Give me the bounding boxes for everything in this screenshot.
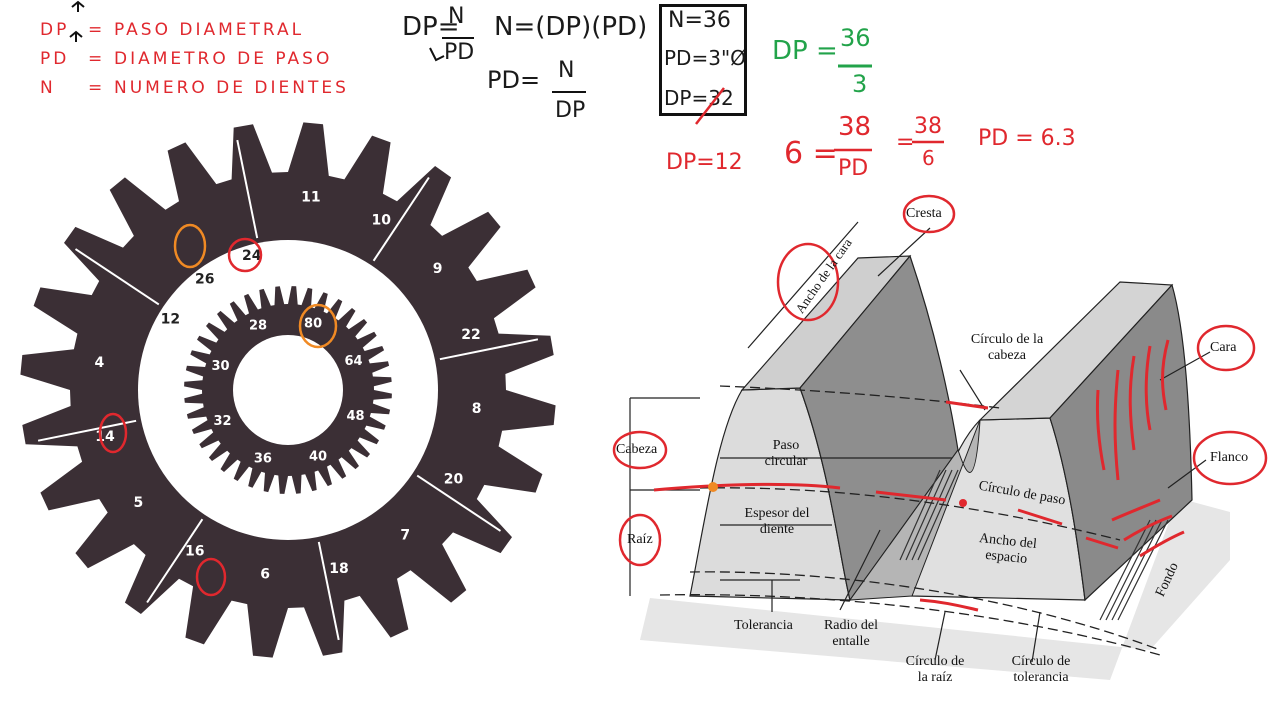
gear-inner-number: 80 <box>304 317 322 332</box>
gear-inner-number: 28 <box>249 319 267 334</box>
gear-number: 8 <box>472 401 482 417</box>
formula-pd-num: N <box>558 58 575 83</box>
hatch-marks <box>899 469 1169 621</box>
green-den: 3 <box>852 70 868 98</box>
red-circle-6 <box>195 557 227 597</box>
red-six: 6 = <box>784 136 838 171</box>
base-plane <box>640 498 1230 680</box>
red-dot-pitch <box>959 499 967 507</box>
label-circulo-cabeza: Círculo de la cabeza <box>970 332 1044 363</box>
red-38b: 38 <box>914 114 942 139</box>
gear-number: 11 <box>301 189 320 205</box>
gear-number: 20 <box>444 471 464 487</box>
label-circulo-raiz: Círculo de la raíz <box>905 654 965 685</box>
gear-number: 18 <box>329 561 348 577</box>
gear-division-line <box>439 338 539 361</box>
legend-eq: = <box>88 20 106 40</box>
legend-key: PD <box>40 49 70 69</box>
fraction-bars <box>442 37 586 93</box>
legend-key: DP <box>40 20 70 40</box>
label-circulo-tolerancia: Círculo de tolerancia <box>1011 654 1071 685</box>
gear-number: 10 <box>372 213 392 229</box>
gear-number: 6 <box>260 567 270 583</box>
red-circle-5 <box>98 412 128 454</box>
gear-division-line <box>372 176 430 262</box>
gear-number: 4 <box>95 355 105 371</box>
legend-text: NUMERO DE DIENTES <box>114 78 349 98</box>
formula-dp-den: PD <box>444 40 475 65</box>
legend-text: DIAMETRO DE PASO <box>114 49 333 69</box>
gear-division-lines <box>37 139 539 641</box>
label-flanco: Flanco <box>1210 450 1249 465</box>
gear-number: 12 <box>161 312 180 328</box>
red-6b: 6 <box>922 146 935 170</box>
red-38a: 38 <box>838 112 872 142</box>
dimension-lines <box>629 221 1211 663</box>
gear-inner-number: 48 <box>346 409 364 424</box>
green-dp-lhs: DP = <box>772 36 838 66</box>
legend-row-n: N = NUMERO DE DIENTES <box>40 74 349 103</box>
label-raiz: Raíz <box>627 532 653 547</box>
label-cara: Cara <box>1210 340 1237 355</box>
gear-division-line <box>37 419 137 442</box>
gear-number: 22 <box>461 327 480 343</box>
gear-inner-number: 64 <box>344 354 362 369</box>
legend-row-dp: DP = PASO DIAMETRAL <box>40 16 349 45</box>
red-fraction-bars <box>695 87 944 152</box>
gear-bore <box>233 335 343 445</box>
red-eq: = <box>896 130 915 155</box>
tooth-diagram <box>612 194 1268 680</box>
legend-eq: = <box>88 78 106 98</box>
given-n: N=36 <box>668 8 731 33</box>
gear-inner-number: 32 <box>213 414 231 429</box>
gear-division-line <box>74 248 160 306</box>
gear-number: 14 <box>95 429 115 445</box>
red-pen-marks <box>653 339 1185 612</box>
gear-diagram: 11 10 9 22 8 20 7 18 6 16 5 14 4 12 26 24 28 80 64 48 40 36 32… <box>20 122 556 658</box>
red-pd: PD <box>838 156 869 181</box>
label-espesor: Espesor del diente <box>744 506 810 537</box>
legend-row-pd: PD = DIAMETRO DE PASO <box>40 45 349 74</box>
gear-number: 9 <box>433 261 443 277</box>
legend-key: N <box>40 78 56 98</box>
gear-division-line <box>146 518 204 604</box>
gear-inner-number: 36 <box>254 452 272 467</box>
given-pd: PD=3"Ø <box>664 46 746 70</box>
gear-division-line <box>416 474 502 532</box>
tooth-gap-floor <box>848 419 981 601</box>
orange-circle-80 <box>298 303 338 349</box>
label-radio-entalle: Radio del entalle <box>823 618 879 649</box>
formula-hook-mark <box>429 47 445 62</box>
legend-text: PASO DIAMETRAL <box>114 20 305 40</box>
orange-circle-4 <box>173 223 207 269</box>
red-dp: DP=12 <box>666 150 743 175</box>
legend-eq: = <box>88 49 106 69</box>
red-label-circles <box>612 194 1268 567</box>
gear-inner-number: 40 <box>309 450 327 465</box>
gear-division-line <box>236 139 259 239</box>
gear-number: 26 <box>195 272 214 288</box>
gear-division-line <box>317 541 340 641</box>
label-cresta: Cresta <box>906 206 942 221</box>
formula-n: N=(DP)(PD) <box>494 12 648 42</box>
label-cabeza: Cabeza <box>616 442 658 457</box>
gear-inner-number: 30 <box>211 359 229 374</box>
label-tolerancia: Tolerancia <box>734 618 793 633</box>
formula-pd-den: DP <box>555 98 586 123</box>
green-num: 36 <box>840 24 871 52</box>
red-result: PD = 6.3 <box>978 126 1076 151</box>
legend: DP = PASO DIAMETRAL PD = DIAMETRO DE PAS… <box>40 16 349 103</box>
gear-numbers: 11 10 9 22 8 20 7 18 6 16 5 14 4 12 26 24 28 80 64 48 40 36 32… <box>95 189 482 582</box>
formula-dp-num: N <box>448 4 465 29</box>
gear-number: 24 <box>242 248 262 264</box>
formula-pd-lhs: PD= <box>487 66 541 94</box>
gear-number: 16 <box>185 544 204 560</box>
gear-number: 5 <box>134 495 144 511</box>
gear-number: 7 <box>400 528 410 544</box>
legend-arrow-marks <box>69 0 85 42</box>
red-circle-12 <box>227 237 263 273</box>
orange-dot-pitch <box>708 482 718 492</box>
label-paso-circular: Paso circular <box>764 438 808 469</box>
